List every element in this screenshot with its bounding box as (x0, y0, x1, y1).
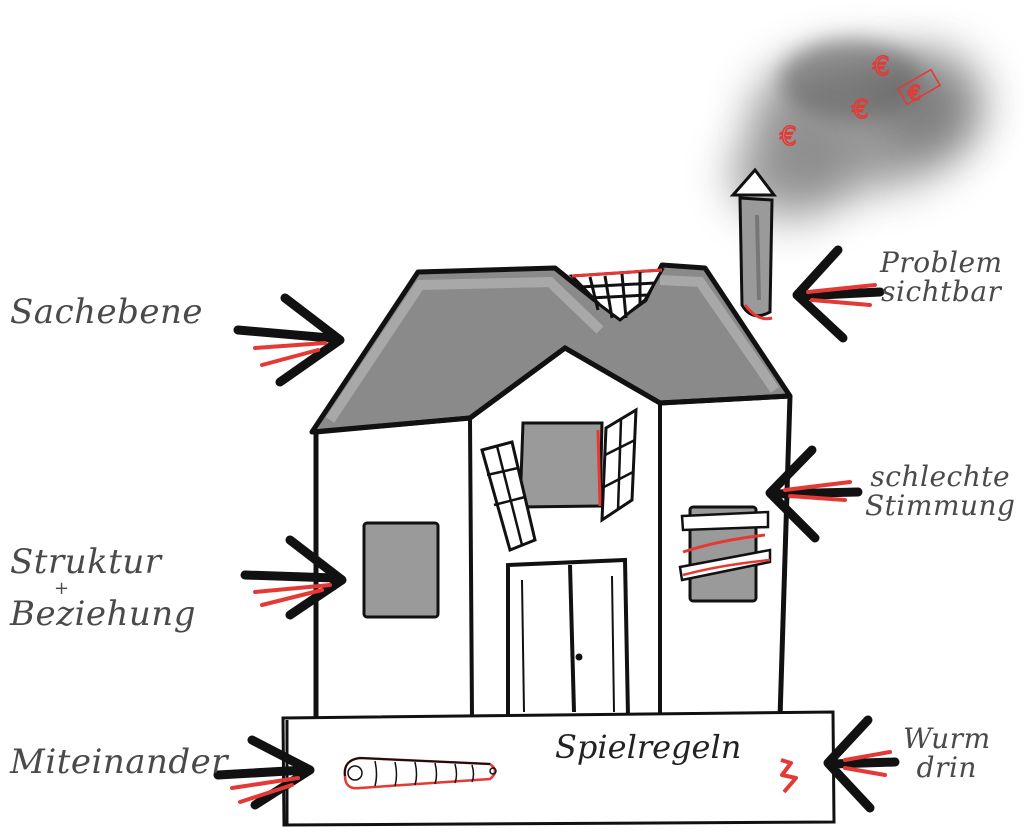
door (506, 557, 630, 717)
left-window (362, 521, 440, 619)
euro-symbol-1: € (780, 122, 797, 152)
smoke-cloud (730, 40, 985, 220)
beziehung-text: Beziehung (10, 593, 196, 634)
wurm-text: Wurm (903, 722, 991, 755)
arrow-miteinander (213, 735, 315, 810)
chimney (729, 167, 778, 321)
arrow-wurm (823, 715, 900, 813)
drin-text: drin (916, 751, 977, 785)
label-wurm-drin: Wurm drin (903, 724, 991, 783)
roof-hole (568, 268, 665, 322)
arrow-struktur (240, 535, 347, 620)
arrow-sachebene (233, 293, 345, 387)
euro-symbol-2: € (852, 95, 869, 125)
label-struktur-beziehung: Struktur + Beziehung (10, 542, 196, 634)
sachebene-text: Sachebene (10, 292, 204, 332)
roof (309, 262, 793, 435)
stimmung-text: Stimmung (865, 489, 1016, 523)
center-window (480, 407, 638, 553)
left-shutter (480, 440, 537, 553)
label-sachebene: Sachebene (10, 292, 204, 332)
euro-symbol-3: € (873, 52, 890, 82)
spielregeln-label: Spielregeln (555, 728, 742, 766)
right-shutter (600, 407, 638, 523)
label-miteinander: Miteinander (10, 742, 229, 782)
label-problem-sichtbar: Problem sichtbar (880, 248, 1003, 307)
label-schlechte-stimmung: schlechte Stimmung (865, 462, 1015, 521)
schlechte-text: schlechte (870, 460, 1011, 493)
euro-money-symbols: € € € € (779, 51, 942, 153)
euro-symbol-4: € (908, 81, 921, 105)
banknote (896, 68, 942, 106)
arrow-stimmung (765, 445, 863, 543)
lightning-mark (780, 758, 798, 794)
problem-text: Problem (880, 246, 1003, 279)
sichtbar-text: sichtbar (881, 275, 1002, 309)
boarded-window (678, 505, 772, 603)
struktur-text: Struktur (10, 542, 162, 582)
plus-sign: + (54, 577, 70, 599)
worm (343, 756, 497, 790)
miteinander-text: Miteinander (10, 742, 229, 782)
arrow-problem (792, 245, 885, 343)
